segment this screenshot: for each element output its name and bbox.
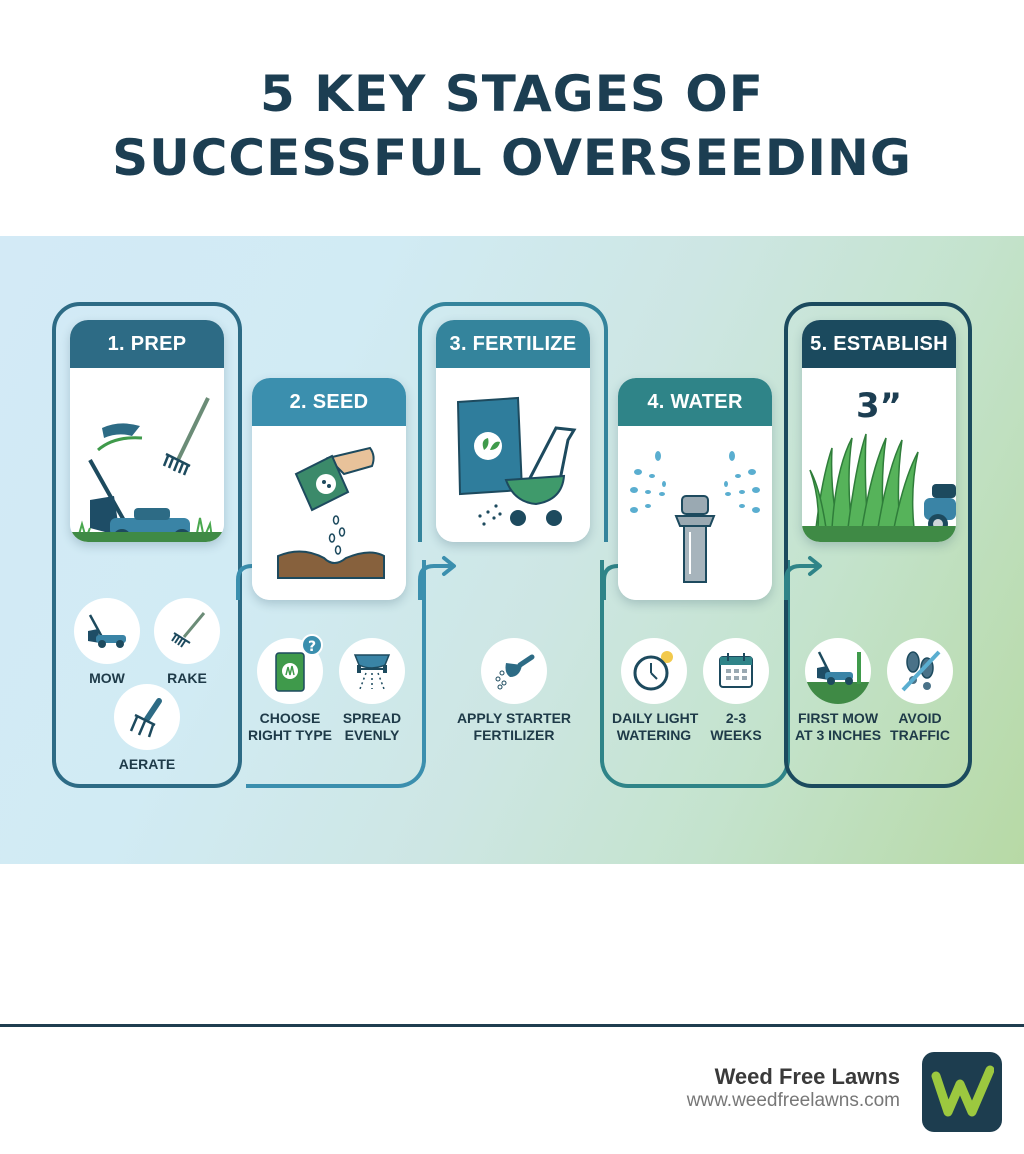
lawn-mower-icon <box>74 598 140 664</box>
fertilize-item-apply: APPLY STARTER FERTILIZER <box>452 638 576 744</box>
stage-card-seed: 2. SEED <box>252 378 406 600</box>
water-item-weeks: 2-3 WEEKS <box>694 638 778 744</box>
no-footprints-icon <box>887 638 953 704</box>
mower-ruler-icon <box>805 638 871 704</box>
stage-card-establish: 5. ESTABLISH 3” <box>802 320 956 542</box>
tall-grass-mower-icon: 3” <box>802 368 956 542</box>
daily-label-1: DAILY LIGHT <box>612 710 699 726</box>
rake-icon <box>154 598 220 664</box>
apply-label-1: APPLY STARTER <box>456 710 572 726</box>
stage-5-header: 5. ESTABLISH <box>802 320 956 368</box>
clock-sun-icon <box>621 638 687 704</box>
footer-divider <box>0 1024 1024 1027</box>
hand-pouring-seed-bag-icon <box>252 426 406 600</box>
seed-item-spread: SPREAD EVENLY <box>330 638 414 744</box>
stage-2-frame <box>246 560 426 788</box>
stage-1-header: 1. PREP <box>70 320 224 368</box>
weeks-label-2: WEEKS <box>710 727 762 743</box>
prep-item-aerate: AERATE <box>112 684 182 773</box>
aerator-icon <box>114 684 180 750</box>
stage-3-frame <box>418 302 608 542</box>
prep-item-rake: RAKE <box>152 598 222 687</box>
water-item-daily: DAILY LIGHT WATERING <box>612 638 699 744</box>
sprinkler-icon <box>618 426 772 600</box>
title-line-1: 5 KEY STAGES OF <box>260 65 764 123</box>
avoid-label-2: TRAFFIC <box>890 727 950 743</box>
rake-label: RAKE <box>167 670 207 686</box>
brand-logo <box>922 1052 1002 1132</box>
weeks-label-1: 2-3 <box>725 710 747 726</box>
question-badge-icon: ? <box>301 634 323 656</box>
establish-item-first-mow: FIRST MOW AT 3 INCHES <box>794 638 882 744</box>
stage-4-frame <box>600 560 790 788</box>
page-title: 5 KEY STAGES OF SUCCESSFUL OVERSEEDING <box>0 62 1024 190</box>
first-mow-label-1: FIRST MOW <box>797 710 879 726</box>
prep-item-mow: MOW <box>72 598 142 687</box>
spread-label-1: SPREAD <box>342 710 402 726</box>
stage-card-fertilize: 3. FERTILIZE <box>436 320 590 542</box>
arrow-4-5-icon <box>784 556 822 600</box>
calendar-icon <box>703 638 769 704</box>
mow-label: MOW <box>89 670 125 686</box>
scoop-icon <box>481 638 547 704</box>
fertilizer-bag-spreader-icon <box>436 368 590 542</box>
first-mow-label-2: AT 3 INCHES <box>794 727 882 743</box>
stage-card-water: 4. WATER <box>618 378 772 600</box>
arrow-2-3-icon <box>418 556 456 600</box>
stage-card-prep: 1. PREP <box>70 320 224 542</box>
choose-label-1: CHOOSE <box>259 710 321 726</box>
title-line-2: SUCCESSFUL OVERSEEDING <box>112 129 912 187</box>
establish-item-avoid-traffic: AVOID TRAFFIC <box>878 638 962 744</box>
apply-label-2: FERTILIZER <box>473 727 555 743</box>
stage-5-frame <box>784 302 972 788</box>
brand-name: Weed Free Lawns <box>714 1064 900 1089</box>
aerate-label: AERATE <box>118 756 176 772</box>
stage-4-header: 4. WATER <box>618 378 772 426</box>
spreader-icon <box>339 638 405 704</box>
spread-label-2: EVENLY <box>344 727 400 743</box>
daily-label-2: WATERING <box>616 727 692 743</box>
stage-1-frame <box>52 302 242 788</box>
seed-bag-question-icon: ? <box>257 634 323 704</box>
height-mark: 3” <box>855 386 902 426</box>
mower-rake-blade-icon <box>70 368 224 542</box>
seed-item-choose: ? CHOOSE RIGHT TYPE <box>248 634 333 744</box>
choose-label-2: RIGHT TYPE <box>248 727 333 743</box>
stage-3-header: 3. FERTILIZE <box>436 320 590 368</box>
w-check-logo-icon <box>931 1065 994 1117</box>
avoid-label-1: AVOID <box>898 710 942 726</box>
stage-2-header: 2. SEED <box>252 378 406 426</box>
brand-url[interactable]: www.weedfreelawns.com <box>686 1090 900 1111</box>
